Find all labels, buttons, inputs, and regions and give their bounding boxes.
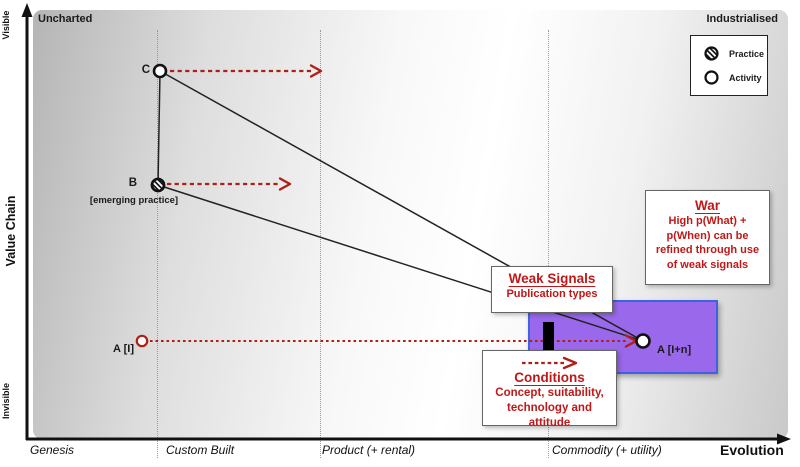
legend-activity-label: Activity: [729, 72, 762, 83]
weak-signals-note: Weak Signals Publication types: [491, 266, 613, 313]
practice-icon: [704, 46, 719, 61]
stage-commodity-label: Commodity (+ utility): [552, 443, 662, 457]
visible-label: Visible: [1, 10, 11, 40]
stage-boundary-line-1: [157, 30, 158, 458]
evolution-axis-title: Evolution: [720, 442, 784, 458]
activity-icon: [704, 70, 719, 85]
conditions-arrow-icon: [521, 356, 577, 370]
node-c-label: C: [141, 64, 150, 76]
node-a-end-label: A [I+n]: [657, 344, 692, 356]
node-b-label: B: [128, 177, 137, 189]
legend-practice-label: Practice: [729, 48, 765, 59]
invisible-label: Invisible: [1, 383, 11, 420]
node-b-sublabel: [emerging practice]: [89, 195, 179, 206]
legend-item-activity: Activity: [703, 69, 767, 86]
legend: Practice Activity: [690, 35, 768, 96]
conditions-note: Conditions Concept, suitability, technol…: [482, 350, 617, 429]
conditions-title: Conditions: [514, 370, 585, 385]
node-a-start-label: A [I]: [113, 343, 134, 355]
stage-custom-built-label: Custom Built: [166, 443, 235, 457]
stage-boundary-line-2: [320, 30, 321, 458]
weak-signals-body: Publication types: [506, 288, 598, 300]
weak-signals-title: Weak Signals: [508, 271, 596, 286]
legend-item-practice: Practice: [703, 45, 767, 62]
war-body: High p(What) + p(When) can be refined th…: [655, 215, 760, 271]
stage-product-label: Product (+ rental): [322, 443, 416, 457]
value-chain-axis-title: Value Chain: [4, 195, 18, 267]
y-axis-arrow-icon: [21, 3, 33, 17]
uncharted-label: Uncharted: [38, 13, 93, 25]
barrier-bar: [543, 322, 554, 359]
industrialised-label: Industrialised: [706, 13, 778, 25]
war-note: War High p(What) + p(When) can be refine…: [645, 190, 770, 285]
conditions-body: Concept, suitability, technology and att…: [495, 387, 604, 430]
stage-genesis-label: Genesis: [30, 443, 75, 457]
war-title: War: [694, 198, 720, 213]
